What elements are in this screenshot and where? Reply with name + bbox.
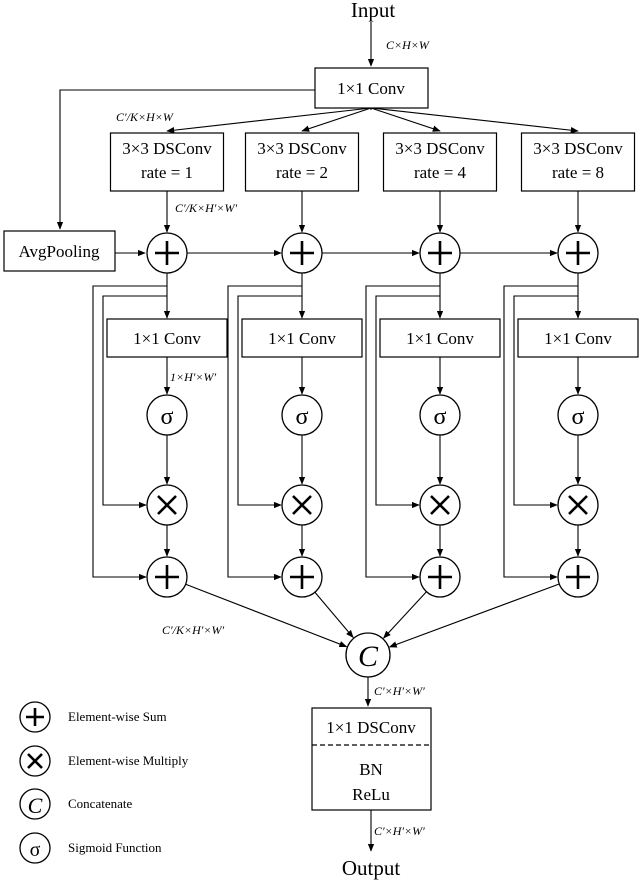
top-conv-label: 1×1 Conv (337, 79, 405, 98)
branch-2-dsconv-box-label-1: rate = 2 (276, 163, 328, 182)
branch-1-to-concat-arrow (185, 583, 348, 648)
branch-1-conv-box-label: 1×1 Conv (133, 329, 201, 348)
legend-label-multiply: Element-wise Multiply (68, 753, 189, 768)
branch-4-conv-box-label: 1×1 Conv (544, 329, 612, 348)
branch-4-sigmoid-node: σ (557, 394, 599, 436)
branch-1-multiply-node (146, 484, 188, 526)
branch-4-dsconv-box: 3×3 DSConv rate = 8 (520, 132, 636, 192)
branch-2-output-sum-node (281, 556, 323, 598)
branch-4-to-concat-arrow (388, 583, 560, 648)
branch-3-fanout-arrow (370, 107, 441, 132)
avgpool-label: AvgPooling (19, 242, 100, 261)
branch-4-dsconv-box-label-0: 3×3 DSConv (533, 139, 623, 158)
legend-sigma-glyph: σ (30, 839, 41, 861)
legend-concat-glyph: C (28, 793, 43, 818)
branch-2-sum-node (281, 232, 323, 274)
dim-label-attention: 1×H′×W′ (170, 370, 216, 384)
branch-2-fanout-arrow (301, 107, 372, 132)
branch-3-dsconv-box: 3×3 DSConv rate = 4 (382, 132, 498, 192)
branch-2-conv-box: 1×1 Conv (241, 318, 363, 358)
sigma-icon: σ (161, 404, 174, 430)
sigma-icon: σ (296, 404, 309, 430)
output-label: Output (342, 856, 401, 880)
branch-2-skip-to-mul (237, 295, 302, 509)
branch-4-multiply-node (557, 484, 599, 526)
branch-2-dsconv-box: 3×3 DSConv rate = 2 (244, 132, 360, 192)
dim-label-after-conv: C′/K×H×W (116, 110, 174, 124)
avgpool-box (3, 230, 116, 272)
final-relu-label: ReLu (352, 785, 390, 804)
branch-1-dsconv-box-label-0: 3×3 DSConv (122, 139, 212, 158)
legend: Element-wise Sum Element-wise Multiply C… (19, 701, 189, 864)
branch-1-sigmoid-node: σ (146, 394, 188, 436)
input-label: Input (351, 0, 395, 22)
branch-3-multiply-node (419, 484, 461, 526)
branch-1-conv-box: 1×1 Conv (106, 318, 228, 358)
branch-1-output-sum-node (146, 556, 188, 598)
branch-3-skip-to-mul (375, 295, 440, 509)
branch-4-skip-to-mul (513, 295, 578, 509)
branch-1-fanout-arrow (166, 107, 372, 134)
avgpool-feed-line (56, 89, 323, 230)
legend-concat-icon (19, 788, 51, 820)
dim-label-concat-out: C′×H′×W′ (374, 684, 425, 698)
branch-3-sigmoid-node: σ (419, 394, 461, 436)
legend-label-concatenate: Concatenate (68, 796, 132, 811)
dim-label-input: C×H×W (386, 38, 430, 52)
branch-1-dsconv-box-label-1: rate = 1 (141, 163, 193, 182)
diagram-nodes: 3×3 DSConv rate = 1 1×1 Conv σ 3×3 DSConv rat… (106, 132, 639, 598)
branch-2-dsconv-box-label-0: 3×3 DSConv (257, 139, 347, 158)
branch-1-skip-to-mul (102, 295, 167, 509)
branch-3-conv-box-label: 1×1 Conv (406, 329, 474, 348)
branch-3-to-concat-arrow (383, 591, 427, 639)
branch-2-to-concat-arrow (314, 591, 354, 639)
branch-2-conv-box-label: 1×1 Conv (268, 329, 336, 348)
final-dsconv-label: 1×1 DSConv (326, 718, 416, 737)
branch-2-sigmoid-node: σ (281, 394, 323, 436)
dim-label-output: C′×H′×W′ (374, 824, 425, 838)
branch-2-multiply-node (281, 484, 323, 526)
branch-3-output-sum-node (419, 556, 461, 598)
branch-4-sum-node (557, 232, 599, 274)
connection-lines (56, 22, 582, 852)
concat-node (345, 632, 391, 678)
branch-3-sum-node (419, 232, 461, 274)
branch-3-dsconv-box-label-1: rate = 4 (414, 163, 467, 182)
dim-label-after-dsconv: C′/K×H′×W′ (175, 201, 237, 215)
branch-4-fanout-arrow (370, 107, 579, 134)
branch-4-output-sum-node (557, 556, 599, 598)
branch-4-skip-to-sum (503, 285, 578, 581)
branch-3-skip-to-sum (365, 285, 440, 581)
legend-label-sum: Element-wise Sum (68, 709, 167, 724)
branch-3-dsconv-box-label-0: 3×3 DSConv (395, 139, 485, 158)
branch-4-conv-box: 1×1 Conv (517, 318, 639, 358)
branch-2-skip-to-sum (227, 285, 302, 581)
final-bn-label: BN (359, 760, 383, 779)
sigma-icon: σ (434, 404, 447, 430)
top-conv-box (314, 67, 429, 109)
branch-1-skip-to-sum (92, 285, 167, 581)
final-block-box (311, 707, 432, 811)
branch-1-sum-node (146, 232, 188, 274)
sigma-icon: σ (572, 404, 585, 430)
concat-glyph: C (358, 640, 379, 673)
dim-label-branch-out: C′/K×H′×W′ (162, 623, 224, 637)
branch-3-conv-box: 1×1 Conv (379, 318, 501, 358)
legend-label-sigmoid: Sigmoid Function (68, 840, 162, 855)
legend-sigma-icon (19, 832, 51, 864)
branch-1-dsconv-box: 3×3 DSConv rate = 1 (109, 132, 225, 192)
branch-4-dsconv-box-label-1: rate = 8 (552, 163, 604, 182)
